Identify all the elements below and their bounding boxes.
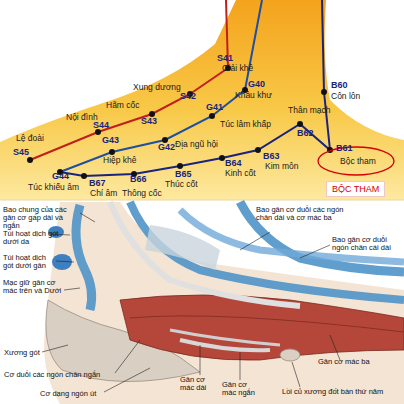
anatomy-label: Túi hoạt dịch gót dưới da (3, 230, 69, 246)
point-code: S45 (13, 148, 29, 157)
sole-line (0, 200, 404, 201)
anatomy-label: Cơ duỗi các ngón chân ngắn (4, 371, 114, 379)
anatomy-label: Xương gót (4, 349, 40, 357)
leader-lines (42, 213, 340, 392)
anatomy-label: Bao chung của các gân cơ gấp dài và ngắn (3, 206, 81, 230)
anatomy-label: Gân cơ mác dài (180, 376, 220, 392)
point-name: Thân mạch (288, 106, 331, 115)
gallbladder-meridian (60, 0, 262, 172)
point-name: Địa ngũ hội (175, 140, 218, 149)
point-name: Túc khiếu âm (28, 183, 79, 192)
point-name: Hãm cốc (106, 101, 140, 110)
point-name: Thông cốc (122, 189, 162, 198)
anatomy-label: Gân cơ mác ngắn (222, 381, 262, 397)
point-name: Kinh cốt (225, 169, 256, 178)
point-code: B62 (297, 129, 314, 138)
point-name: Nội đình (66, 113, 98, 122)
point-name: Giải khê (222, 64, 253, 73)
point-code: B65 (175, 170, 192, 179)
point-name: Xung dương (133, 83, 181, 92)
point-name: Túc lâm khấp (220, 120, 271, 129)
point-code: B60 (331, 81, 348, 90)
anatomy-label: Mạc giữ gân cơ mác trên và Dưới (3, 279, 65, 295)
foot-skin (0, 0, 404, 200)
point-name: Bộc tham (340, 157, 376, 166)
point-code: B64 (225, 159, 242, 168)
point-name: Thúc cốt (165, 180, 198, 189)
highlight-ellipse (318, 147, 394, 175)
point-code: B67 (89, 179, 106, 188)
point-name: Khâu khư (235, 91, 272, 100)
anatomy-label: Bao gân cơ duỗi các ngón chân dài và cơ … (256, 206, 350, 222)
point-code: G43 (102, 136, 119, 145)
point-code: B66 (130, 175, 147, 184)
anatomy-label: Bao gân cơ duỗi ngón chân cái dài (332, 236, 402, 252)
acupoint-dots (27, 65, 333, 179)
point-code: B63 (263, 152, 280, 161)
anatomy-label: Lồi củ xương đốt bàn thứ năm (282, 388, 392, 396)
box-text: BỘC THAM (332, 184, 379, 194)
point-name: Hiệp khê (103, 156, 137, 165)
point-code: S41 (217, 54, 233, 63)
point-code: G41 (206, 103, 223, 112)
point-code: S44 (93, 121, 109, 130)
point-code: G42 (158, 143, 175, 152)
anatomy-label: Gân cơ mác ba (318, 358, 388, 366)
point-code: G40 (248, 80, 265, 89)
bladder-meridian (60, 0, 330, 176)
stomach-meridian (30, 0, 228, 160)
point-name: Kim môn (265, 162, 299, 171)
point-name: Chí âm (90, 189, 117, 198)
anatomy-label: Túi hoạt dịch gót dưới gân (3, 254, 55, 270)
point-code: S43 (141, 117, 157, 126)
point-code: S42 (180, 92, 196, 101)
point-code: B61 (336, 144, 353, 153)
point-name: Côn lôn (331, 92, 360, 101)
point-name: Lệ đoài (16, 134, 44, 143)
label-box: BỘC THAM (326, 181, 385, 197)
anatomy-label: Cơ dạng ngón út (40, 390, 96, 398)
point-code: G44 (52, 172, 69, 181)
